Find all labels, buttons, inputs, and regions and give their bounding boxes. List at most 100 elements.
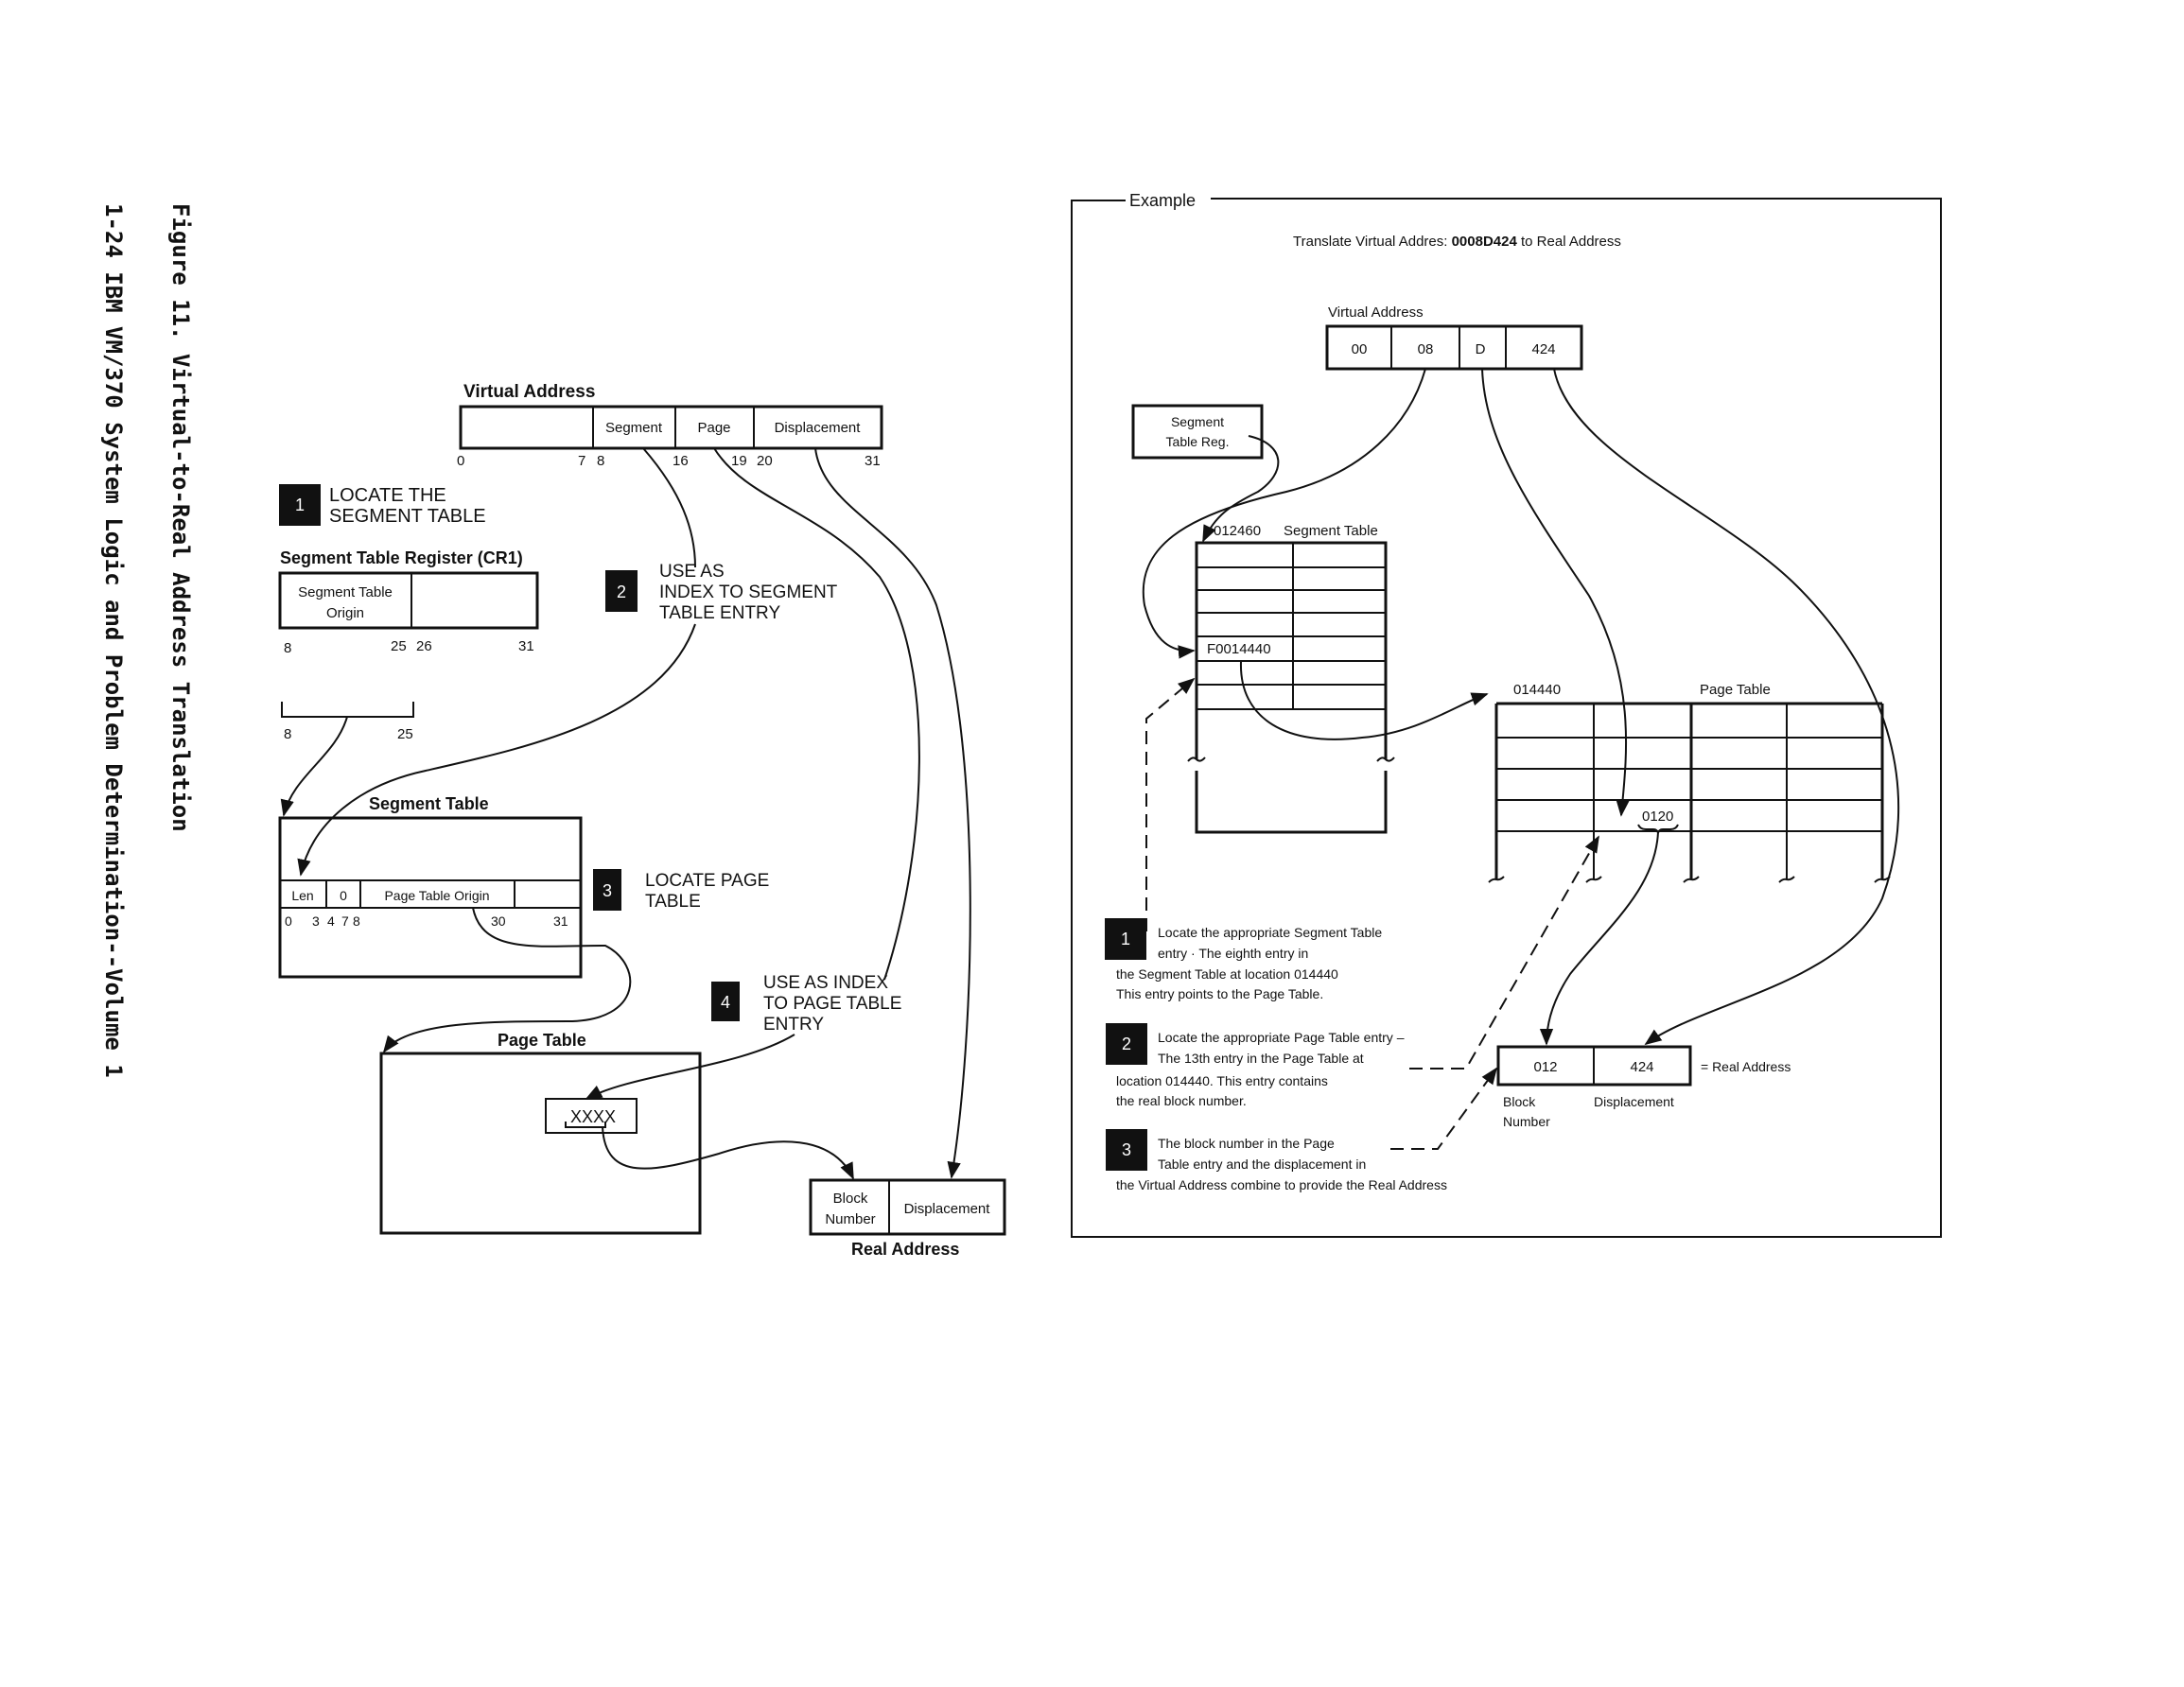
bit-label: 8 — [353, 913, 360, 929]
step-badge — [593, 869, 621, 911]
real-address-block: Block — [833, 1191, 868, 1207]
note-text: The block number in the Page — [1158, 1136, 1335, 1151]
bit-label: 25 — [397, 726, 413, 742]
step-number: 2 — [617, 583, 626, 601]
left-connectors — [280, 447, 971, 1180]
step-number: 1 — [295, 496, 305, 514]
example-va-field: 424 — [1531, 341, 1555, 357]
example-seg-entry: F0014440 — [1207, 641, 1271, 657]
example-va-field: 00 — [1352, 341, 1368, 357]
bit-label: 8 — [284, 640, 291, 656]
left-va-field-page: Page — [697, 420, 730, 436]
bit-label: 31 — [865, 453, 881, 469]
step-badge — [1105, 918, 1146, 960]
note-text: entry · The eighth entry in — [1158, 946, 1308, 961]
step-badge — [711, 982, 740, 1021]
example-frame — [1071, 198, 1942, 1238]
example-va-title: Virtual Address — [1328, 304, 1424, 321]
left-va-field-displacement: Displacement — [775, 420, 862, 436]
seg-field-pto: Page Table Origin — [384, 888, 489, 903]
page-footer: 1-24 IBM VM/370 System Logic and Problem… — [100, 203, 127, 1078]
step-text: INDEX TO SEGMENT — [659, 583, 838, 602]
step-number: 3 — [603, 881, 612, 900]
example-seg-title: Segment Table — [1284, 523, 1378, 539]
example-ra-label: Number — [1503, 1114, 1550, 1129]
str-field: Segment Table — [298, 584, 393, 600]
segment-table-register: Segment Table Register (CR1) Segment Tab… — [278, 548, 539, 742]
example-seg-address: 012460 — [1214, 523, 1261, 539]
page-table-entry: XXXX — [570, 1107, 616, 1126]
step-badge — [1106, 1023, 1147, 1065]
page-table-box — [379, 1052, 702, 1235]
example-real-address: 012 424 = Real Address Block Number Disp… — [1496, 1045, 1791, 1129]
step-text: USE AS — [659, 562, 725, 582]
figure-caption: Figure 11. Virtual-to-Real Address Trans… — [167, 203, 194, 832]
note-text: the Segment Table at location 014440 — [1116, 966, 1338, 982]
example-va-field: 08 — [1418, 341, 1434, 357]
bit-label: 4 — [327, 913, 335, 929]
example-str-label: Table Reg. — [1166, 434, 1230, 449]
seg-field-len: Len — [291, 888, 313, 903]
left-step-3: 3 LOCATE PAGE TABLE — [593, 869, 769, 912]
left-step-2: 2 USE AS INDEX TO SEGMENT TABLE ENTRY — [605, 562, 838, 623]
left-step-1: 1 LOCATE THE SEGMENT TABLE — [279, 484, 486, 527]
left-va-field-segment: Segment — [605, 420, 663, 436]
bit-label: 26 — [416, 638, 432, 654]
bit-label: 31 — [518, 638, 534, 654]
left-page-table: Page Table XXXX — [379, 1031, 702, 1235]
note-text: Locate the appropriate Page Table entry … — [1158, 1030, 1405, 1045]
note-text: location 014440. This entry contains — [1116, 1073, 1328, 1088]
example-ra-block: 012 — [1533, 1059, 1557, 1075]
left-step-4: 4 USE AS INDEX TO PAGE TABLE ENTRY — [711, 973, 901, 1035]
example-connectors — [1142, 368, 1900, 1150]
segment-table-title: Segment Table — [369, 794, 489, 813]
step-badge — [279, 484, 321, 526]
example-heading: Translate Virtual Addres: 0008D424 to Re… — [1293, 234, 1621, 250]
example-ra-equals: = Real Address — [1701, 1059, 1791, 1074]
example-note-1: 1 Locate the appropriate Segment Table e… — [1105, 918, 1382, 1001]
step-text: SEGMENT TABLE — [329, 506, 486, 527]
left-virtual-address: Virtual Address Segment Page Displacemen… — [457, 382, 883, 469]
bit-label: 7 — [341, 913, 349, 929]
note-text: Locate the appropriate Segment Table — [1158, 925, 1382, 940]
real-address-title: Real Address — [851, 1240, 959, 1259]
bit-label: 25 — [391, 638, 407, 654]
note-text: the real block number. — [1116, 1093, 1247, 1108]
example-ra-label: Displacement — [1594, 1094, 1674, 1109]
real-address-box — [809, 1178, 1006, 1236]
bit-label: 31 — [553, 913, 568, 929]
example-segment-table: F0014440 — [1187, 541, 1395, 834]
example-note-3: 3 The block number in the Page Table ent… — [1106, 1129, 1447, 1192]
seg-field-zero: 0 — [340, 888, 347, 903]
bit-label: 19 — [731, 453, 747, 469]
step-text: TABLE — [645, 892, 701, 912]
left-va-box — [459, 405, 883, 450]
step-text: TABLE ENTRY — [659, 603, 780, 623]
step-number: 2 — [1122, 1035, 1131, 1053]
left-segment-table: Segment Table Len 0 Page Table Origin 0 … — [278, 794, 583, 979]
bit-bracket — [281, 702, 414, 718]
step-text: USE AS INDEX — [763, 973, 888, 993]
page-table-title: Page Table — [498, 1031, 586, 1050]
note-text: The 13th entry in the Page Table at — [1158, 1051, 1364, 1066]
example-ra-displacement: 424 — [1630, 1059, 1653, 1075]
bit-label: 30 — [491, 913, 506, 929]
example-va-box — [1325, 324, 1583, 371]
example-page-table: 0120 — [1488, 702, 1891, 883]
step-number: 4 — [721, 993, 730, 1012]
segment-table-box — [278, 816, 583, 979]
example-pt-title: Page Table — [1700, 682, 1771, 698]
str-field: Origin — [326, 605, 364, 621]
step-text: ENTRY — [763, 1015, 824, 1035]
bit-label: 0 — [285, 913, 292, 929]
step-badge — [1106, 1129, 1147, 1171]
left-real-address: Block Number Displacement Real Address — [809, 1178, 1006, 1259]
bit-label: 3 — [312, 913, 320, 929]
str-title: Segment Table Register (CR1) — [280, 548, 523, 567]
note-text: Table entry and the displacement in — [1158, 1157, 1366, 1172]
note-text: the Virtual Address combine to provide t… — [1116, 1177, 1447, 1192]
example-va-field: D — [1476, 341, 1486, 357]
left-va-title: Virtual Address — [463, 382, 595, 402]
bit-label: 16 — [673, 453, 689, 469]
